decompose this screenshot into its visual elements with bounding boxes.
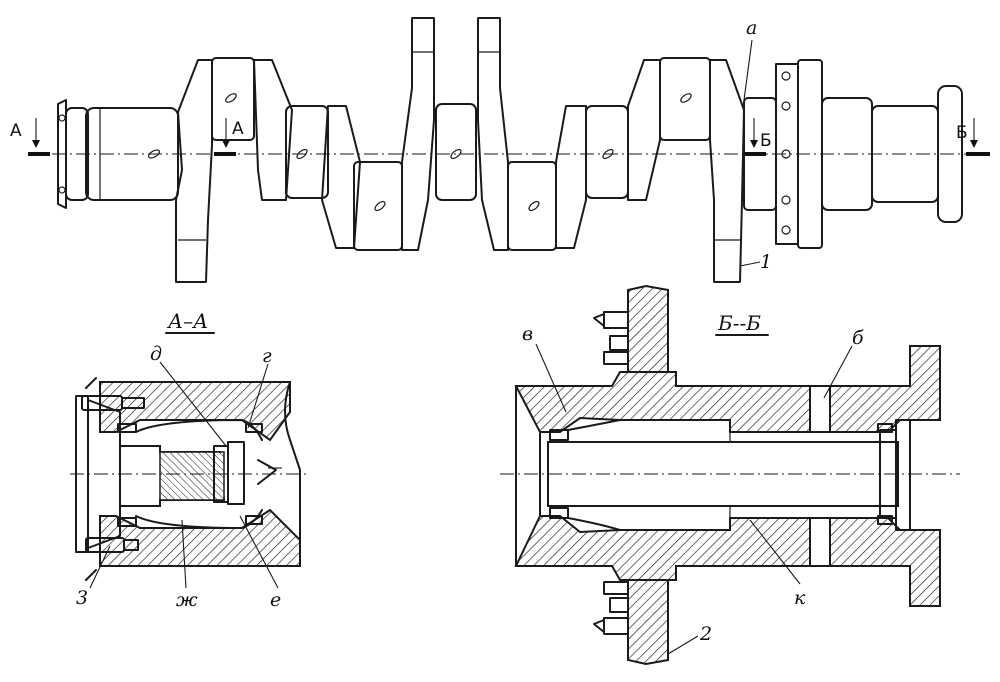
section-aa-view: А–А д	[70, 309, 310, 611]
label-2: 2	[699, 623, 712, 645]
label-k: к	[794, 587, 806, 609]
label-e: е	[270, 589, 281, 611]
label-g: г	[262, 345, 272, 367]
label-d: д	[150, 343, 162, 365]
label-b: б	[852, 327, 864, 349]
section-bb-title: Б--Б	[717, 311, 761, 335]
section-marker-b	[744, 118, 990, 156]
section-marker-a	[28, 118, 236, 156]
section-b-left-label: Б	[760, 131, 772, 151]
flange-bolts	[781, 71, 791, 235]
section-a-left-label: A	[10, 121, 22, 141]
section-a-right-label: A	[232, 119, 244, 139]
label-a: а	[746, 17, 757, 39]
section-b-right-label: Б	[956, 123, 968, 143]
label-zh: ж	[176, 589, 198, 611]
section-aa-title: А–А	[166, 309, 208, 333]
section-bb-view: Б--Б	[500, 284, 960, 666]
label-v: в	[522, 323, 533, 345]
label-3: 3	[76, 587, 88, 609]
crankshaft-top-view: A A Б Б а 1	[10, 17, 990, 283]
label-1: 1	[760, 251, 772, 273]
